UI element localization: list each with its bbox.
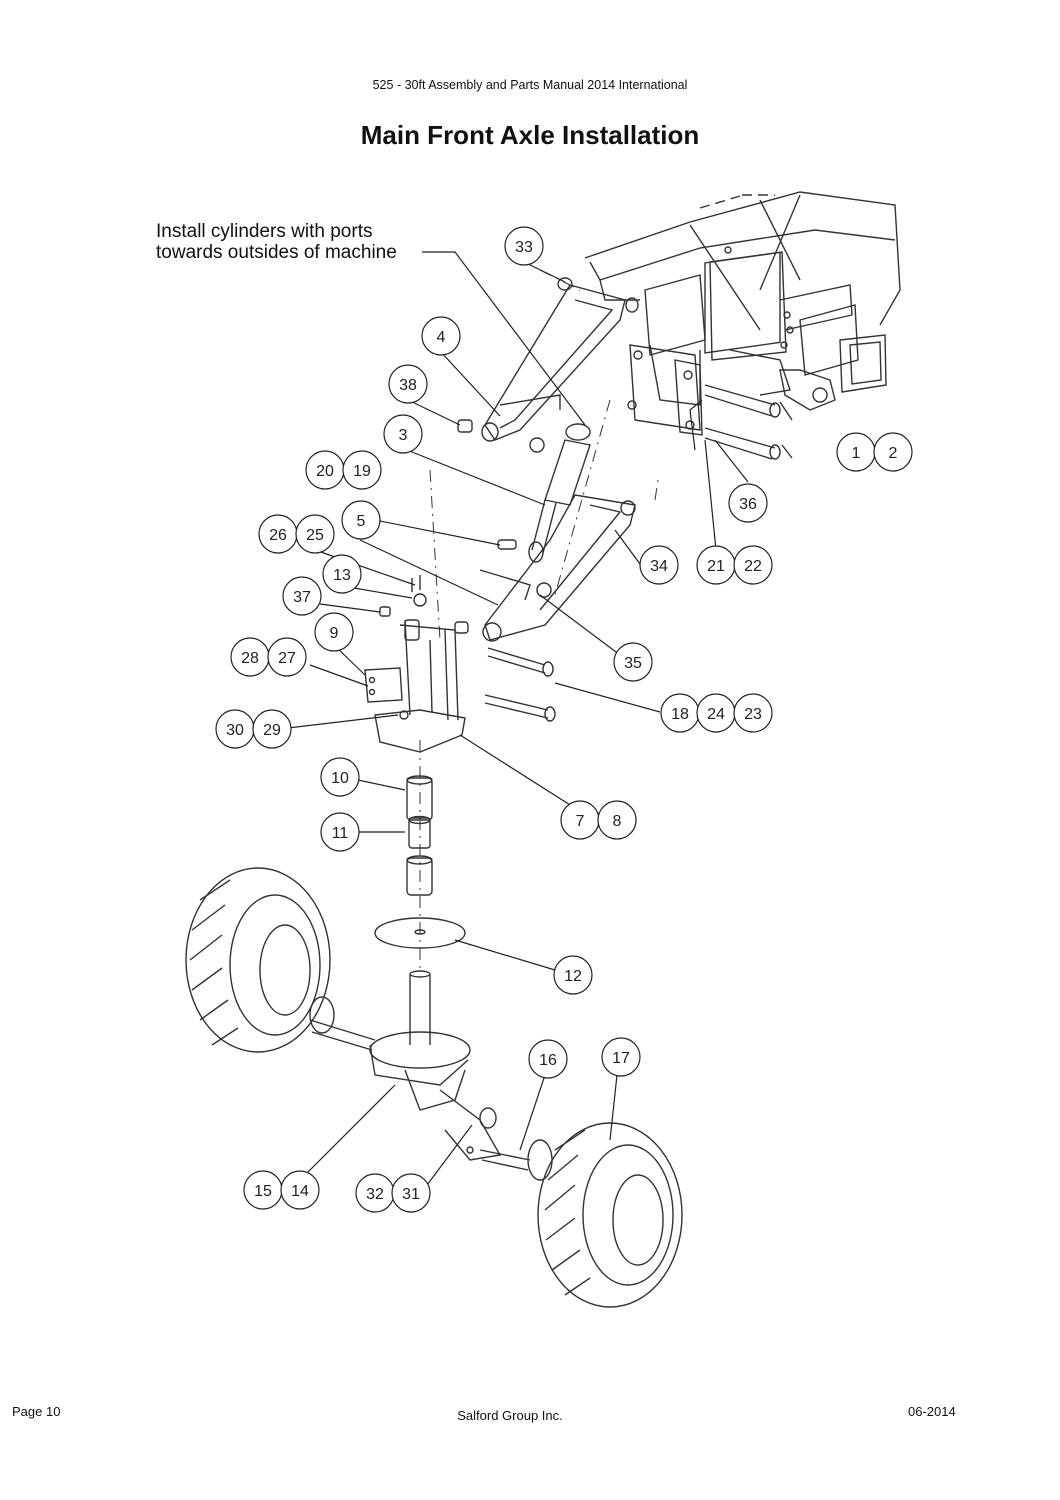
svg-text:7: 7 — [576, 813, 585, 830]
svg-text:33: 33 — [515, 239, 533, 256]
svg-text:23: 23 — [744, 706, 762, 723]
leader-lines — [287, 251, 749, 1186]
callout-33: 33 — [504, 226, 544, 266]
callout-25: 25 — [295, 514, 335, 554]
callout-31: 31 — [391, 1173, 431, 1213]
svg-text:4: 4 — [437, 329, 446, 346]
svg-text:25: 25 — [306, 527, 324, 544]
callout-10: 10 — [320, 757, 360, 797]
centre-lines — [419, 269, 659, 970]
callout-38: 38 — [388, 364, 428, 404]
svg-text:35: 35 — [624, 655, 642, 672]
footer-date: 06-2014 — [908, 1404, 956, 1419]
svg-text:12: 12 — [564, 968, 582, 985]
part-callouts: 33 4 38 3 20 19 5 26 25 13 37 9 28 27 30… — [215, 226, 913, 1213]
callout-13: 13 — [322, 554, 362, 594]
callout-1: 1 — [836, 432, 876, 472]
callout-20: 20 — [305, 450, 345, 490]
svg-text:11: 11 — [332, 825, 349, 842]
svg-text:24: 24 — [707, 706, 725, 723]
callout-12: 12 — [553, 955, 593, 995]
callout-24: 24 — [696, 693, 736, 733]
install-note: Install cylinders with ports towards out… — [156, 221, 397, 263]
left-wheel — [185, 867, 331, 1053]
svg-text:36: 36 — [739, 496, 757, 513]
callout-26: 26 — [258, 514, 298, 554]
svg-text:27: 27 — [278, 650, 296, 667]
svg-text:3: 3 — [399, 427, 408, 444]
callout-14: 14 — [280, 1170, 320, 1210]
axle-spindle — [309, 970, 553, 1181]
callout-2: 2 — [873, 432, 913, 472]
pivot-housing — [364, 575, 466, 753]
callout-4: 4 — [421, 316, 461, 356]
svg-text:34: 34 — [650, 558, 668, 575]
callout-7: 7 — [560, 800, 600, 840]
manual-header: 525 - 30ft Assembly and Parts Manual 201… — [372, 78, 688, 92]
callout-29: 29 — [252, 709, 292, 749]
callout-3: 3 — [383, 414, 423, 454]
callout-37: 37 — [282, 576, 322, 616]
svg-text:19: 19 — [353, 463, 371, 480]
callout-34: 34 — [639, 545, 679, 585]
svg-text:18: 18 — [671, 706, 689, 723]
install-note-line-1: Install cylinders with ports — [156, 221, 373, 242]
svg-text:37: 37 — [293, 589, 311, 606]
svg-text:2: 2 — [889, 445, 898, 462]
svg-text:20: 20 — [316, 463, 334, 480]
svg-text:30: 30 — [226, 722, 244, 739]
callout-27: 27 — [267, 637, 307, 677]
svg-text:10: 10 — [331, 770, 349, 787]
install-note-line-2: towards outsides of machine — [156, 242, 397, 263]
svg-text:21: 21 — [707, 558, 725, 575]
svg-text:8: 8 — [613, 813, 622, 830]
callout-5: 5 — [341, 500, 381, 540]
callout-11: 11 — [320, 812, 360, 852]
callout-9: 9 — [314, 612, 354, 652]
callout-21: 21 — [696, 545, 736, 585]
callout-23: 23 — [733, 693, 773, 733]
callout-36: 36 — [728, 483, 768, 523]
callout-35: 35 — [613, 642, 653, 682]
right-wheel — [537, 1122, 683, 1308]
svg-text:15: 15 — [254, 1183, 272, 1200]
callout-19: 19 — [342, 450, 382, 490]
footer-company: Salford Group Inc. — [457, 1408, 563, 1423]
callout-17: 17 — [601, 1037, 641, 1077]
svg-text:1: 1 — [852, 445, 861, 462]
svg-text:26: 26 — [269, 527, 287, 544]
callout-16: 16 — [528, 1039, 568, 1079]
svg-text:28: 28 — [241, 650, 259, 667]
mount-plate — [627, 344, 793, 460]
lower-link-arm — [454, 494, 636, 722]
page-title: Main Front Axle Installation — [360, 120, 700, 150]
svg-text:31: 31 — [402, 1186, 420, 1203]
svg-text:13: 13 — [333, 567, 351, 584]
callout-30: 30 — [215, 709, 255, 749]
svg-text:38: 38 — [399, 377, 417, 394]
main-frame — [584, 191, 901, 411]
svg-text:16: 16 — [539, 1052, 557, 1069]
svg-text:5: 5 — [357, 513, 366, 530]
svg-text:29: 29 — [263, 722, 281, 739]
callout-8: 8 — [597, 800, 637, 840]
hydraulic-cylinder — [497, 423, 591, 563]
callout-28: 28 — [230, 637, 270, 677]
svg-text:22: 22 — [744, 558, 762, 575]
svg-text:14: 14 — [291, 1183, 309, 1200]
callout-32: 32 — [355, 1173, 395, 1213]
svg-text:9: 9 — [330, 625, 339, 642]
callout-18: 18 — [660, 693, 700, 733]
upper-link-arm — [457, 277, 639, 453]
svg-text:32: 32 — [366, 1186, 384, 1203]
callout-15: 15 — [243, 1170, 283, 1210]
callout-22: 22 — [733, 545, 773, 585]
footer-page-number: Page 10 — [12, 1404, 61, 1419]
svg-text:17: 17 — [612, 1050, 630, 1067]
